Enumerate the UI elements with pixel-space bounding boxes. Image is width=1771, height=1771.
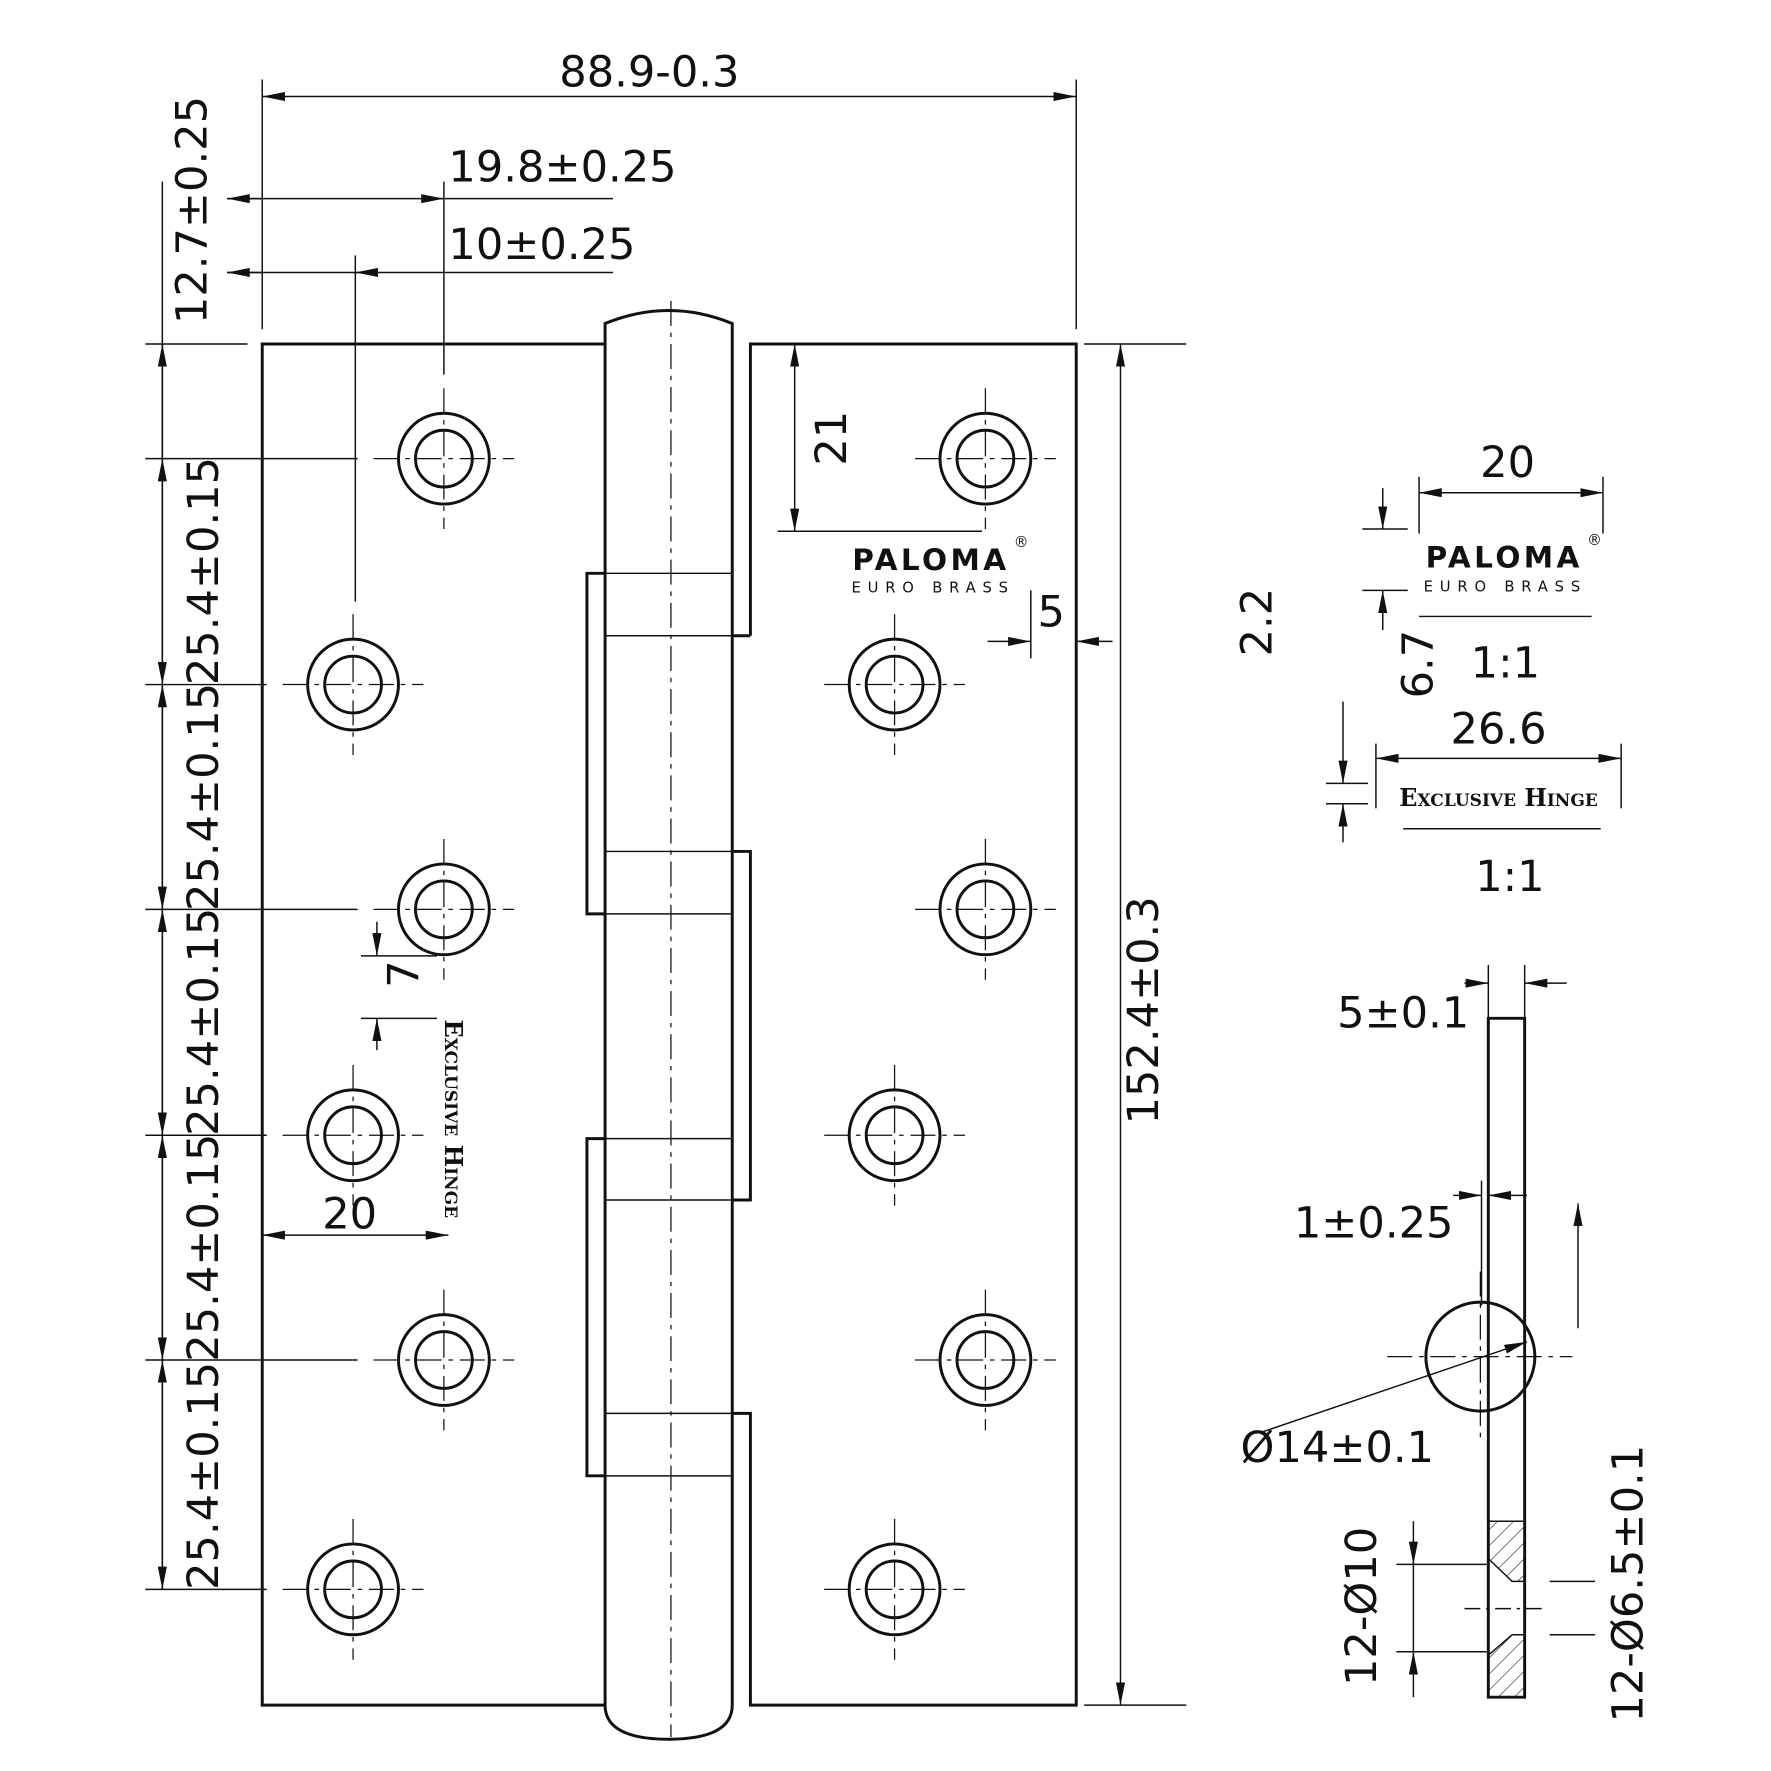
svg-text:88.9-0.3: 88.9-0.3: [559, 47, 739, 97]
dim-overall-height: 152.4±0.3: [1084, 343, 1187, 1706]
svg-text:7: 7: [379, 960, 429, 987]
svg-text:12.7±0.25: 12.7±0.25: [168, 96, 218, 324]
svg-text:12-Ø10: 12-Ø10: [1337, 1527, 1387, 1686]
svg-text:26.6: 26.6: [1451, 705, 1547, 755]
svg-text:25.4±0.15: 25.4±0.15: [179, 1362, 229, 1590]
svg-text:1:1: 1:1: [1475, 852, 1544, 902]
left-leaf: [260, 342, 606, 1707]
svg-text:152.4±0.3: 152.4±0.3: [1119, 896, 1169, 1124]
svg-text:12-Ø6.5±0.1: 12-Ø6.5±0.1: [1604, 1445, 1654, 1723]
screw-hole: [824, 1064, 965, 1206]
svg-text:25.4±0.15: 25.4±0.15: [179, 1134, 229, 1362]
engraving-detail: 26.6 Exclusive Hinge 1:1: [1325, 701, 1622, 902]
screw-hole: [915, 388, 1056, 530]
svg-text:25.4±0.15: 25.4±0.15: [179, 908, 229, 1136]
screw-hole: [915, 838, 1056, 980]
svg-text:10±0.25: 10±0.25: [448, 220, 635, 270]
screw-hole: [282, 1064, 424, 1206]
knuckle: [603, 300, 734, 1741]
screw-hole: [373, 1289, 515, 1431]
engraving-left: Exclusive Hinge 7 20: [262, 921, 467, 1240]
screw-hole: [282, 614, 424, 755]
svg-text:®: ®: [1014, 534, 1036, 551]
svg-text:19.8±0.25: 19.8±0.25: [448, 143, 676, 193]
svg-text:EURO BRASS: EURO BRASS: [851, 580, 1014, 597]
logo-detail: 2.2 20 PALOMA ® EURO BRASS 6.7 1:1: [1232, 438, 1609, 699]
screw-hole: [915, 1289, 1056, 1431]
svg-text:21: 21: [807, 411, 857, 466]
right-leaf: [732, 342, 1078, 1707]
svg-text:Ø14±0.1: Ø14±0.1: [1241, 1423, 1435, 1473]
screw-hole: [824, 614, 965, 755]
screw-hole: [282, 1518, 424, 1660]
side-profile: 5±0.1 1±0.25 Ø14±0.1 12-Ø10 12-Ø6.5±0.1: [1241, 964, 1654, 1723]
svg-text:25.4±0.15: 25.4±0.15: [179, 683, 229, 911]
dim-left-vertical: 12.7±0.25 25.4±0.15 25.4±0.15 25.4±0.15 …: [145, 96, 358, 1591]
svg-text:25.4±0.15: 25.4±0.15: [179, 457, 229, 685]
svg-text:5±0.1: 5±0.1: [1337, 988, 1469, 1038]
svg-text:Exclusive Hinge: Exclusive Hinge: [1399, 784, 1598, 812]
svg-text:6.7: 6.7: [1394, 630, 1444, 699]
svg-text:1:1: 1:1: [1471, 639, 1540, 689]
dim-pin-offset: 19.8±0.25 10±0.25: [227, 143, 677, 602]
logo-right-leaf: PALOMA ® EURO BRASS 21 5: [777, 343, 1113, 659]
svg-text:2.2: 2.2: [1232, 588, 1282, 657]
svg-text:PALOMA: PALOMA: [1426, 541, 1583, 575]
svg-text:5: 5: [1038, 588, 1065, 638]
screw-hole: [373, 388, 515, 530]
svg-text:®: ®: [1587, 532, 1609, 549]
dim-overall-width: 88.9-0.3: [261, 47, 1077, 330]
svg-text:EURO BRASS: EURO BRASS: [1424, 578, 1587, 595]
svg-text:Exclusive Hinge: Exclusive Hinge: [439, 1019, 467, 1218]
screw-hole: [373, 838, 515, 980]
svg-text:PALOMA: PALOMA: [852, 543, 1009, 577]
svg-text:1±0.25: 1±0.25: [1294, 1198, 1454, 1248]
screw-holes: [282, 388, 1056, 1660]
svg-text:20: 20: [322, 1189, 377, 1239]
svg-text:20: 20: [1480, 438, 1535, 488]
screw-hole: [824, 1518, 965, 1660]
